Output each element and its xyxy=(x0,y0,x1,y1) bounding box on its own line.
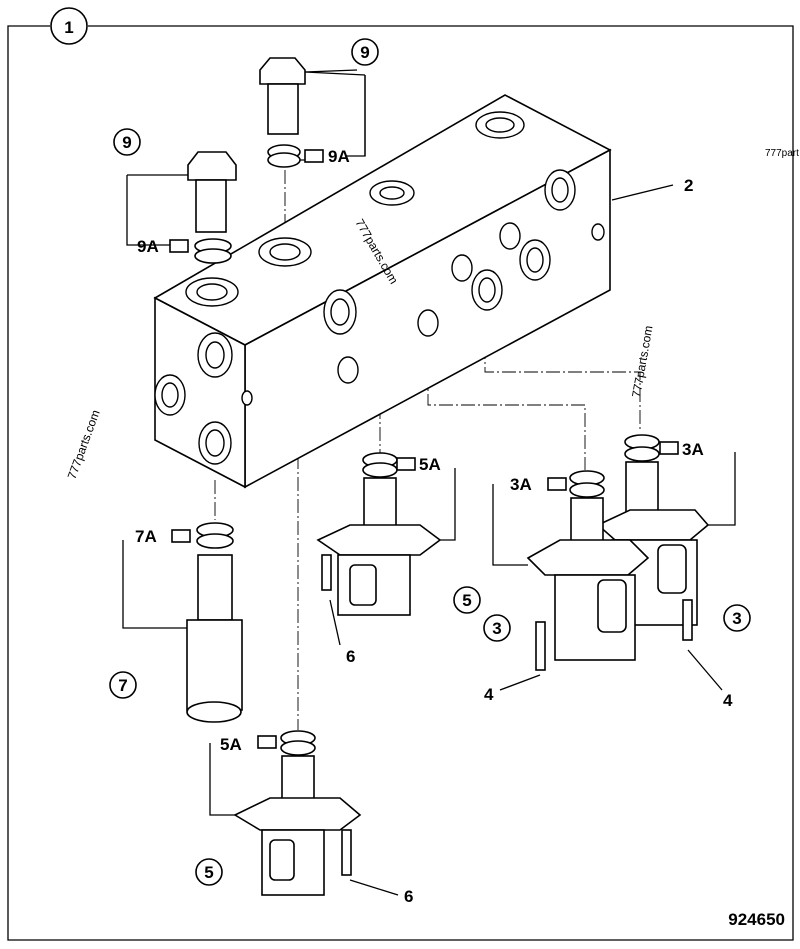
callout-3a-left: 3A xyxy=(510,475,532,494)
solenoid-3-left xyxy=(526,470,650,671)
callout-3a-right: 3A xyxy=(682,440,704,459)
watermark: 777parts.com xyxy=(629,324,655,398)
callout-3-left: 3 xyxy=(492,619,501,638)
callout-circles xyxy=(109,38,751,886)
solenoid-5-lower xyxy=(233,730,362,896)
callout-5a-lower: 5A xyxy=(220,735,242,754)
plug-9-lower xyxy=(187,151,237,264)
solenoid-3-right xyxy=(596,434,710,641)
callout-4-left: 4 xyxy=(484,685,494,704)
callout-9-upper: 9 xyxy=(360,43,369,62)
callout-7a: 7A xyxy=(135,527,157,546)
callout-6-lower: 6 xyxy=(404,887,413,906)
callout-9a-lower: 9A xyxy=(137,237,159,256)
manifold-block xyxy=(153,94,612,489)
callout-6-upper: 6 xyxy=(346,647,355,666)
callout-2: 2 xyxy=(684,176,693,195)
valve-7 xyxy=(186,522,243,723)
watermark: 777part xyxy=(765,148,799,159)
leader-lines xyxy=(122,69,736,896)
watermark: 777parts.com xyxy=(65,408,103,481)
solenoid-5-upper xyxy=(316,452,442,616)
callout-5-upper: 5 xyxy=(462,591,471,610)
seal-tags xyxy=(169,149,679,749)
callout-7: 7 xyxy=(118,676,127,695)
drawing-number: 924650 xyxy=(728,910,785,929)
callout-4-right: 4 xyxy=(723,691,733,710)
callout-circle-1 xyxy=(50,7,88,45)
callout-1: 1 xyxy=(64,18,73,37)
plug-9-upper xyxy=(259,57,306,168)
diagram-frame xyxy=(7,25,794,941)
callout-5-lower: 5 xyxy=(204,863,213,882)
callout-9a-upper: 9A xyxy=(328,147,350,166)
callout-3-right: 3 xyxy=(732,609,741,628)
callout-9-lower: 9 xyxy=(122,133,131,152)
callout-5a-upper: 5A xyxy=(419,455,441,474)
